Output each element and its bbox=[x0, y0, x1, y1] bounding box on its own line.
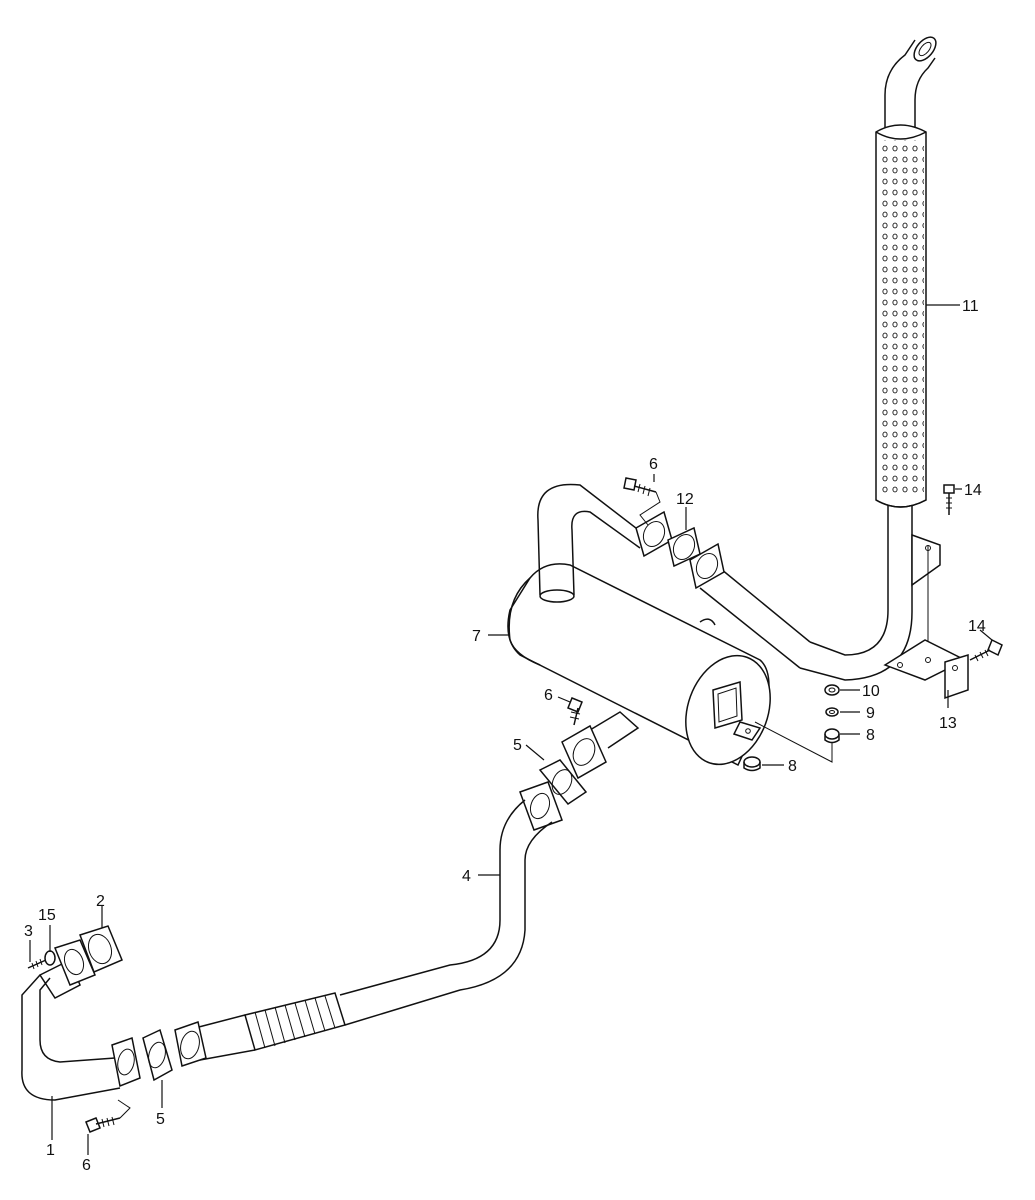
callout-4: 4 bbox=[462, 868, 471, 885]
stud-part-3 bbox=[27, 958, 47, 970]
mount-assembly-line bbox=[754, 721, 833, 763]
callout-3: 3 bbox=[24, 923, 33, 940]
callout-6: 6 bbox=[82, 1157, 91, 1174]
muffler-outlet-pipe bbox=[537, 483, 673, 603]
gasket-part-2 bbox=[79, 925, 123, 973]
bolt-part-6-upper bbox=[623, 477, 661, 526]
bolt-part-6-middle bbox=[567, 697, 583, 726]
gasket-part-5-upper bbox=[538, 759, 588, 806]
callout-5: 5 bbox=[156, 1111, 165, 1128]
perforated-heat-guard bbox=[875, 124, 927, 508]
mounting-bracket bbox=[883, 533, 969, 700]
stack-pipe bbox=[699, 36, 937, 681]
bolt-part-14-upper bbox=[943, 484, 955, 515]
callout-9: 9 bbox=[866, 705, 875, 722]
callout-10: 10 bbox=[862, 683, 880, 700]
callout-12: 12 bbox=[676, 491, 694, 508]
rubber-mount-part-8-upper bbox=[824, 728, 840, 744]
callout-5: 5 bbox=[513, 737, 522, 754]
callout-14: 14 bbox=[968, 618, 986, 635]
flex-bellows bbox=[244, 992, 346, 1051]
bolt-part-6-lower bbox=[85, 1099, 131, 1133]
bolt-part-14-lower bbox=[969, 638, 1003, 662]
callout-11: 11 bbox=[962, 298, 979, 315]
intermediate-pipe bbox=[339, 781, 563, 1026]
muffler bbox=[507, 563, 771, 767]
pipe-flange-upper bbox=[689, 542, 725, 590]
callout-7: 7 bbox=[472, 628, 481, 645]
callout-14: 14 bbox=[964, 482, 982, 499]
callout-6: 6 bbox=[649, 456, 658, 473]
exhaust-elbow bbox=[21, 939, 141, 1101]
callout-6: 6 bbox=[544, 687, 553, 704]
leader-lines bbox=[29, 304, 993, 1155]
callout-labels: 1 2 3 15 5 6 4 5 6 7 6 12 11 14 14 13 10… bbox=[24, 298, 986, 1174]
callout-1: 1 bbox=[46, 1142, 55, 1159]
nut-part-10 bbox=[824, 684, 840, 696]
rubber-mount-part-8-lower bbox=[743, 756, 761, 772]
washer-part-9 bbox=[825, 707, 839, 717]
callout-8: 8 bbox=[788, 758, 797, 775]
callout-2: 2 bbox=[96, 893, 105, 910]
lower-pipe bbox=[174, 1014, 256, 1067]
gasket-part-5-lower bbox=[142, 1028, 173, 1082]
callout-15: 15 bbox=[38, 907, 56, 924]
muffler-inlet-stub bbox=[561, 711, 640, 780]
nut-part-15 bbox=[44, 950, 56, 966]
callout-8: 8 bbox=[866, 727, 875, 744]
callout-13: 13 bbox=[939, 715, 957, 732]
